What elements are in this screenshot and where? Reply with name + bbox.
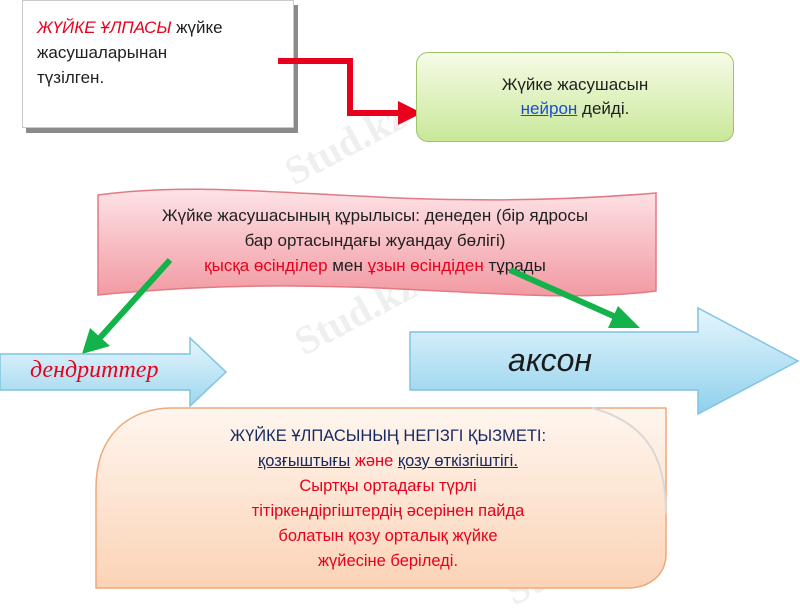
structure-banner-shape (97, 188, 657, 297)
axon-arrow-shape (409, 306, 800, 416)
tissue-text: жүйке (171, 18, 223, 37)
axon-label: аксон (508, 342, 592, 378)
function-line4: тітіркендіргіштердің әсерінен пайда (251, 502, 525, 520)
short-processes: қысқа өсінділер (204, 256, 328, 275)
neuron-definition-card: Жүйке жасушасын нейрон дейді. (416, 52, 734, 142)
excitability-term: қозғыштығы (258, 452, 351, 470)
tissue-term: ЖҮЙКЕ ҰЛПАСЫ (37, 18, 172, 37)
nerve-tissue-function-text: ЖҮЙКЕ ҰЛПАСЫНЫҢ НЕГІЗГІ ҚЫЗМЕТІ: қозғышт… (168, 424, 608, 584)
structure-mid: мен (327, 256, 368, 275)
long-process: ұзын өсіндіден (367, 256, 484, 275)
neuron-text-rest: дейді. (577, 99, 630, 118)
dendrites-label: дендриттер (30, 357, 159, 383)
dendrites-arrow-shape (0, 336, 228, 408)
green-arrow-left (82, 257, 173, 354)
function-line5: болатын қозу орталық жүйке (278, 527, 498, 545)
tissue-text-line2: жасушаларынан (37, 43, 168, 62)
tissue-text-line3: түзілген. (37, 68, 105, 87)
function-line6: жүйесіне беріледі. (317, 552, 459, 570)
neuron-text-line2: нейрон дейді. (521, 97, 630, 121)
structure-end: тұрады (483, 256, 546, 275)
neuron-text-line1: Жүйке жасушасын (501, 75, 649, 94)
function-card-shape (95, 407, 667, 589)
function-heading: ЖҮЙКЕ ҰЛПАСЫНЫҢ НЕГІЗГІ ҚЫЗМЕТІ: (229, 427, 547, 445)
structure-line1: Жүйке жасушасының құрылысы: денеден (бір… (161, 206, 589, 225)
structure-line3: қысқа өсінділер мен ұзын өсіндіден тұрад… (100, 253, 650, 278)
function-and: және (350, 452, 398, 470)
tissue-definition-card: ЖҮЙКЕ ҰЛПАСЫ жүйке жасушаларынан түзілге… (22, 0, 294, 128)
function-line2: қозғыштығы және қозу өткізгіштігі. (168, 449, 608, 474)
red-connector-arrow (278, 58, 422, 125)
neuron-structure-text: Жүйке жасушасының құрылысы: денеден (бір… (100, 203, 650, 293)
neuron-link[interactable]: нейрон (520, 99, 578, 118)
green-arrow-right (508, 267, 640, 328)
function-line3: Сыртқы ортадағы түрлі (299, 477, 477, 495)
structure-line2: бар ортасындағы жуандау бөлігі) (244, 231, 506, 250)
conductivity-term: қозу өткізгіштігі. (397, 452, 518, 470)
